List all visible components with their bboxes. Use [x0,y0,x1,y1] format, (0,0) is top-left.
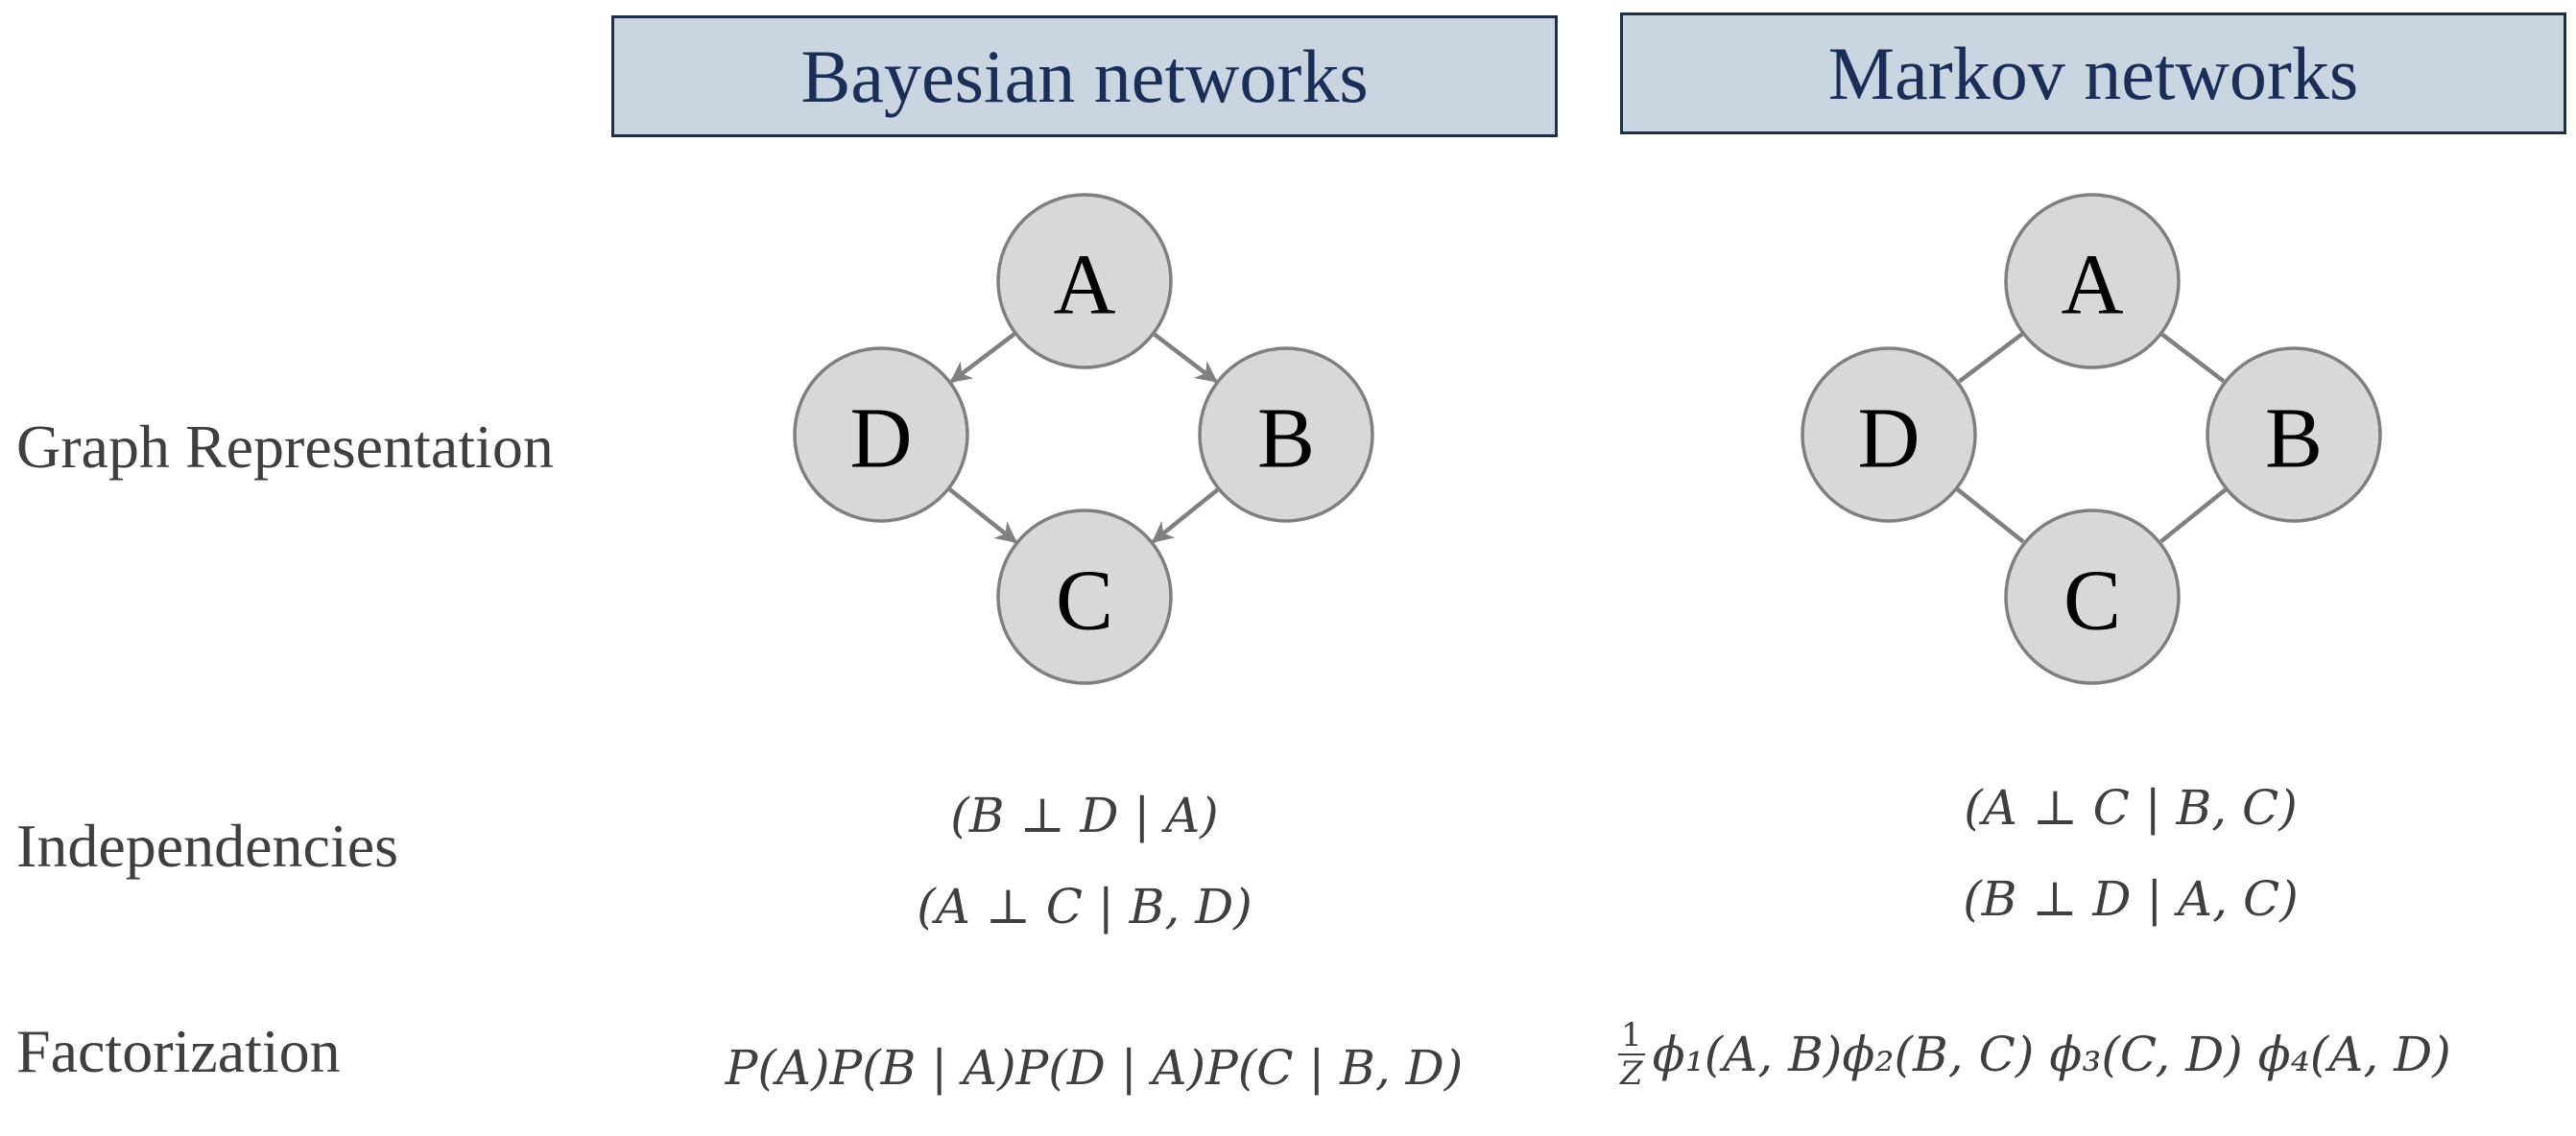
fraction-denominator: Z [1620,1054,1643,1093]
bn-node-c-circle [996,509,1173,685]
markov-networks-title: Markov networks [1827,31,2359,115]
markov-network-graph: A B C D [1801,193,2382,685]
bn-edge-a-d [949,331,1017,384]
bn-node-c-label: C [1056,554,1113,649]
mn-node-b-label: B [2265,391,2323,486]
mn-node-c: C [2004,509,2181,685]
bayesian-independency-2: (A ⊥ C | B, D) [917,879,1252,935]
bn-edge-a-b [1152,331,1218,384]
mn-node-c-label: C [2063,554,2121,649]
fraction-numerator: 1 [1618,1019,1645,1055]
bn-node-d: D [793,346,969,523]
markov-networks-header: Markov networks [1620,12,2566,134]
bn-node-d-circle [793,346,969,523]
mn-node-d-circle [1801,346,1977,523]
bn-node-b-circle [1198,346,1374,523]
markov-factorization: 1 Z ϕ₁(A, B)ϕ₂(B, C) ϕ₃(C, D) ϕ₄(A, D) [1618,1019,2451,1090]
mn-edge-d-c [1954,486,2025,544]
markov-independency-2: (B ⊥ D | A, C) [1963,871,2299,927]
mn-node-d-label: D [1858,391,1920,486]
markov-factor-terms: ϕ₁(A, B)ϕ₂(B, C) ϕ₃(C, D) ϕ₄(A, D) [1652,1027,2451,1082]
bn-node-a: A [996,193,1173,369]
bayesian-independency-1: (B ⊥ D | A) [950,788,1219,843]
bn-node-a-label: A [1054,238,1116,333]
normalization-fraction: 1 Z [1618,1019,1645,1090]
bn-node-b: B [1198,346,1374,523]
bn-edge-d-c [946,486,1017,544]
markov-independency-1: (A ⊥ C | B, C) [1964,780,2298,836]
mn-node-b-circle [2206,346,2382,523]
bayesian-factorization: P(A)P(B | A)P(D | A)P(C | B, D) [725,1040,1464,1096]
mn-node-a-label: A [2062,238,2124,333]
bayesian-network-graph: A B C D [793,193,1374,685]
bn-edge-b-c [1151,486,1221,544]
bayesian-networks-header: Bayesian networks [611,15,1558,137]
mn-edge-b-c [2159,486,2229,544]
mn-edge-a-d [1958,331,2025,384]
bn-node-d-label: D [850,391,913,486]
mn-node-d: D [1801,346,1977,523]
mn-edge-a-b [2159,331,2226,384]
bn-node-c: C [996,509,1173,685]
bn-node-a-circle [996,193,1173,369]
mn-node-a: A [2004,193,2181,369]
factorization-label: Factorization [16,1017,341,1085]
mn-node-b: B [2206,346,2382,523]
bayesian-networks-title: Bayesian networks [800,34,1369,118]
graph-representation-label: Graph Representation [16,413,554,481]
mn-node-a-circle [2004,193,2181,369]
mn-node-c-circle [2004,509,2181,685]
independencies-label: Independencies [16,812,399,880]
bn-node-b-label: B [1257,391,1315,486]
